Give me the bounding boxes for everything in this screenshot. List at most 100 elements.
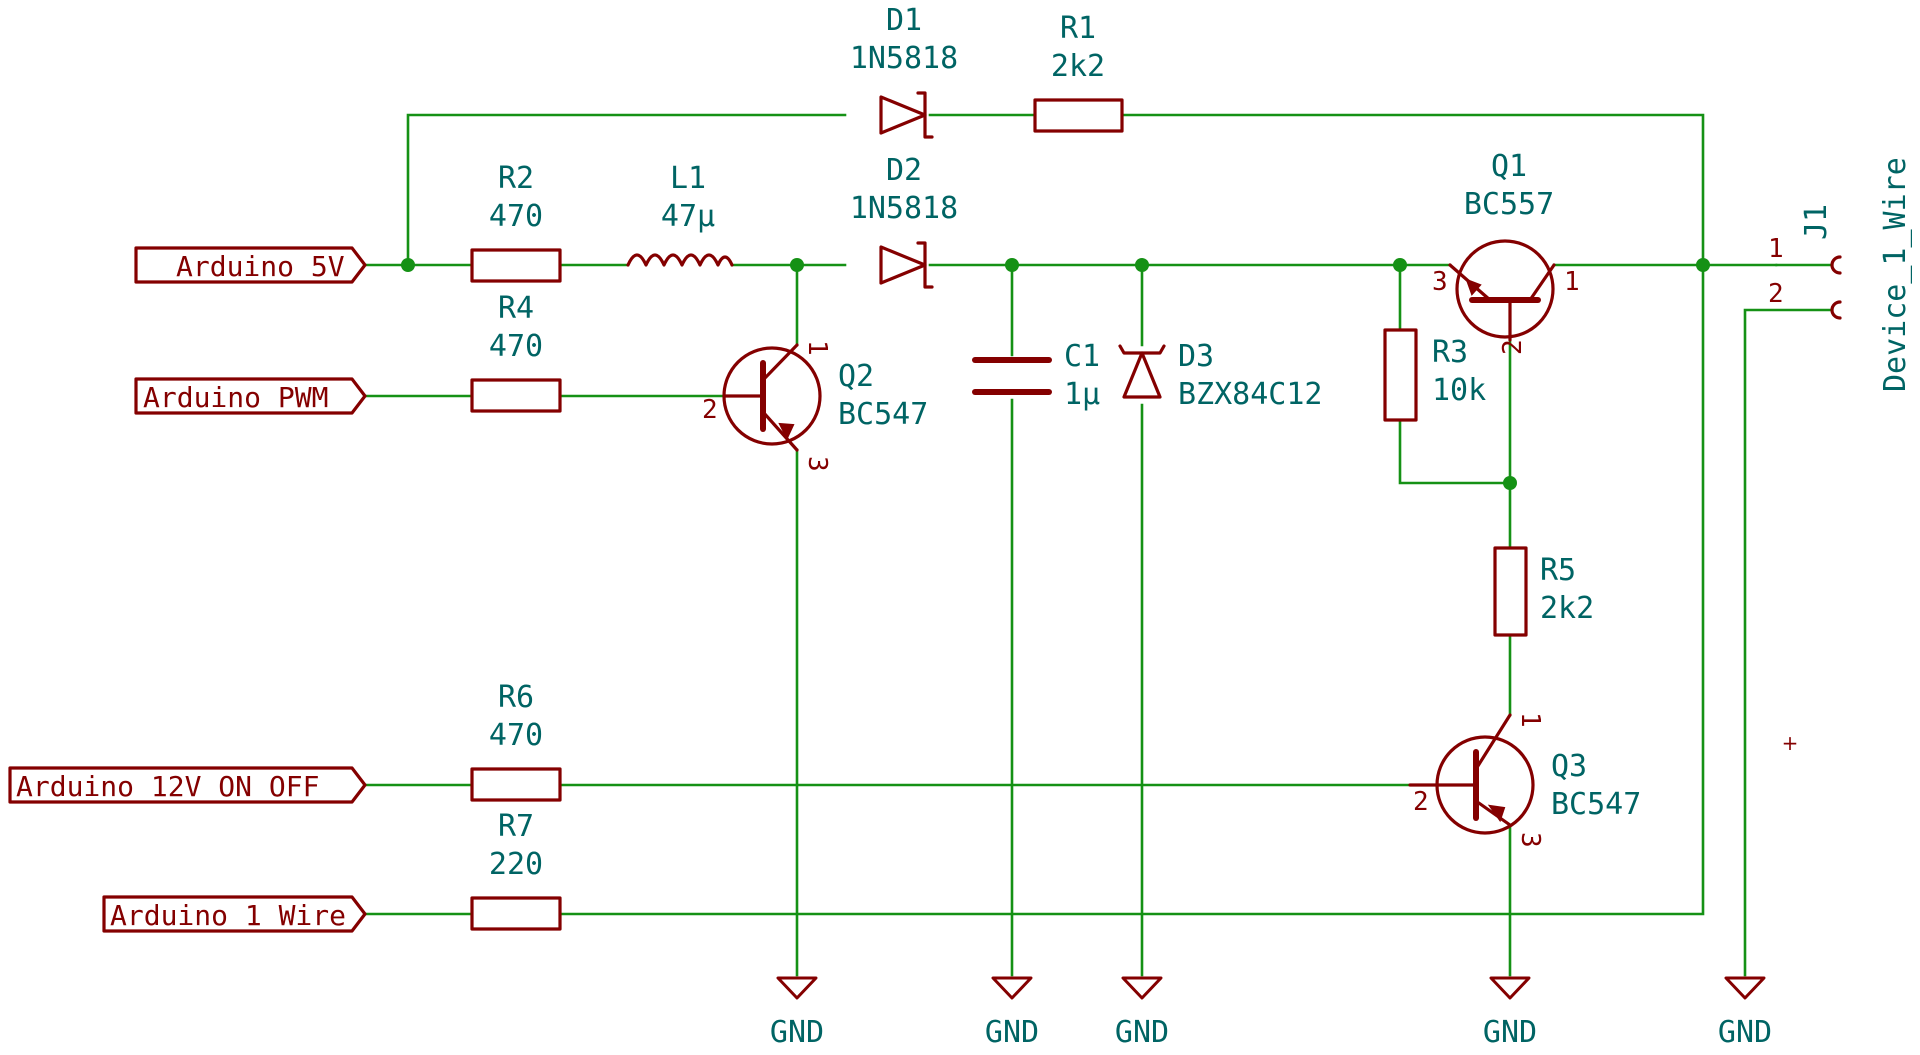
- component-value: BZX84C12: [1178, 377, 1323, 412]
- component-value: 1µ: [1064, 377, 1100, 412]
- gnd-symbol: GND: [770, 976, 824, 1050]
- global-label-arduino-1-wire: Arduino_1_Wire: [102, 895, 367, 933]
- gnd-symbol: GND: [1483, 976, 1537, 1050]
- ref-designator: L1: [670, 161, 706, 196]
- ref-designator: D2: [886, 153, 922, 188]
- diode-triangle: [879, 95, 927, 135]
- resistor-body: [1033, 98, 1124, 133]
- component-value: 2k2: [1540, 591, 1594, 626]
- resistor-body: [470, 896, 562, 931]
- wire: [1743, 308, 1834, 977]
- pin-number: 3: [802, 456, 832, 472]
- gnd-label: GND: [1483, 1015, 1537, 1050]
- resistor-r2: R2 470: [470, 161, 562, 283]
- diode-d1: D1 1N5818: [850, 3, 958, 139]
- ref-designator: D3: [1178, 339, 1214, 374]
- connector-j1: 1 2 J1 Device_1_Wire: [1768, 157, 1913, 392]
- transistor-q3: 2 1 3 Q3 BC547: [1408, 712, 1641, 848]
- pin-number: 2: [1768, 279, 1784, 309]
- label-frame: [102, 895, 367, 933]
- transistor-collector: [761, 343, 799, 382]
- component-value: 470: [489, 329, 543, 364]
- label-text: Arduino_12V_ON_OFF: [16, 770, 319, 804]
- ref-designator: R5: [1540, 553, 1576, 588]
- gnd-label: GND: [985, 1015, 1039, 1050]
- ref-designator: R4: [498, 291, 534, 326]
- connector-socket: [1830, 255, 1842, 275]
- resistor-body: [470, 248, 562, 283]
- label-frame: [134, 377, 367, 415]
- diode-d2: D2 1N5818: [850, 153, 958, 289]
- capacitor-c1: C1 1µ: [972, 339, 1100, 412]
- ref-designator: R6: [498, 680, 534, 715]
- label-frame: [8, 766, 367, 804]
- junctions: [401, 258, 1710, 490]
- component-value: BC547: [838, 397, 928, 432]
- wire: [406, 113, 847, 267]
- zener-cathode-bar: [1118, 344, 1166, 355]
- diode-cathode-bar: [916, 241, 934, 289]
- pin-number: 1: [1768, 234, 1784, 264]
- component-value: 10k: [1432, 373, 1486, 408]
- ref-designator: Q1: [1491, 149, 1527, 184]
- component-value: 220: [489, 847, 543, 882]
- ref-designator: R2: [498, 161, 534, 196]
- resistor-body: [470, 378, 562, 413]
- pin-number: 3: [1515, 832, 1545, 848]
- component-value: BC547: [1551, 787, 1641, 822]
- ground-icon: [776, 976, 818, 1000]
- wire: [1120, 113, 1705, 267]
- wire: [558, 263, 1705, 916]
- emitter-arrow: [1487, 804, 1506, 823]
- resistor-r5: R5 2k2: [1493, 546, 1594, 637]
- ref-designator: R7: [498, 809, 534, 844]
- connector-socket: [1830, 300, 1842, 320]
- wire: [1398, 418, 1512, 485]
- gnd-label: GND: [1115, 1015, 1169, 1050]
- ref-designator: D1: [886, 3, 922, 38]
- inductor-l1: L1 47µ: [626, 161, 734, 267]
- transistor-collector: [1474, 713, 1512, 771]
- gnd-symbol: GND: [1718, 976, 1772, 1050]
- global-label-arduino-pwm: Arduino_PWM: [134, 377, 367, 415]
- component-value: 47µ: [661, 199, 715, 234]
- gnd-symbol: GND: [985, 976, 1039, 1050]
- gnd-label: GND: [1718, 1015, 1772, 1050]
- resistor-r7: R7 220: [470, 809, 562, 931]
- ground-icon: [1724, 976, 1766, 1000]
- pin-number: 2: [702, 395, 718, 425]
- ref-designator: R3: [1432, 335, 1468, 370]
- ground-icon: [1121, 976, 1163, 1000]
- pin-number: 1: [1515, 712, 1545, 728]
- pin-number: 1: [802, 340, 832, 356]
- transistor-body: [1455, 239, 1555, 339]
- junction-dot: [1503, 476, 1517, 490]
- component-value: 2k2: [1051, 49, 1105, 84]
- resistor-r3: R3 10k: [1383, 328, 1486, 422]
- resistor-r4: R4 470: [470, 291, 562, 413]
- component-value: 1N5818: [850, 41, 958, 76]
- pin-number: 3: [1432, 267, 1448, 297]
- junction-dot: [401, 258, 415, 272]
- transistor-q2: 2 1 3 Q2 BC547: [702, 340, 928, 472]
- resistor-r1: R1 2k2: [1033, 11, 1124, 133]
- ref-designator: C1: [1064, 339, 1100, 374]
- global-label-arduino-12v-on-off: Arduino_12V_ON_OFF: [8, 766, 367, 804]
- junction-dot: [1393, 258, 1407, 272]
- component-value: 470: [489, 718, 543, 753]
- component-value: Device_1_Wire: [1878, 157, 1913, 392]
- resistor-body: [1383, 328, 1418, 422]
- emitter-arrow: [1465, 278, 1482, 296]
- ref-designator: Q2: [838, 359, 874, 394]
- gnd-symbol: GND: [1115, 976, 1169, 1050]
- diode-triangle: [879, 245, 927, 285]
- pin-number: 2: [1413, 787, 1429, 817]
- ground-icon: [991, 976, 1033, 1000]
- zener-diode-d3: D3 BZX84C12: [1118, 339, 1323, 412]
- label-text: Arduino_5V: [176, 250, 345, 284]
- diode-cathode-bar: [916, 91, 934, 139]
- component-value: BC557: [1464, 187, 1554, 222]
- junction-dot: [1135, 258, 1149, 272]
- junction-dot: [790, 258, 804, 272]
